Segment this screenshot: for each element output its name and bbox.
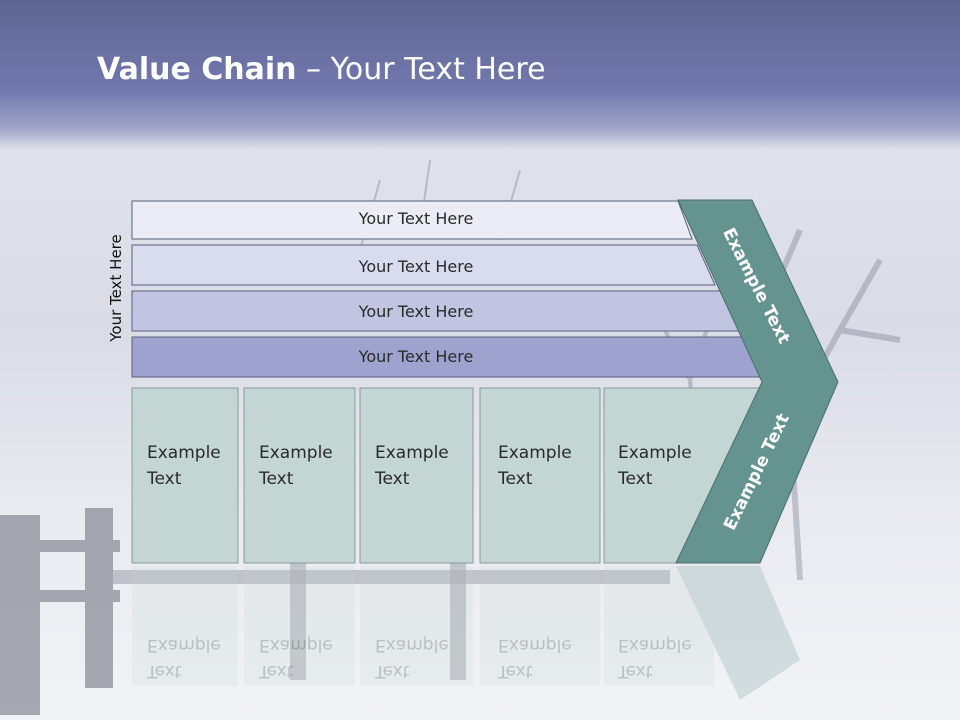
box-5-line2: Text — [618, 469, 653, 489]
box-1-line2: Text — [147, 469, 182, 489]
refl-2-line2: Text — [259, 661, 294, 681]
refl-5-line1: Example — [618, 635, 692, 655]
reflection-text-1: Text Example — [147, 632, 237, 684]
row-label-2: Your Text Here — [358, 257, 474, 276]
reflection — [132, 566, 800, 700]
page-title: Value Chain – Your Text Here — [97, 52, 546, 87]
refl-5-line2: Text — [618, 661, 653, 681]
row-label-1: Your Text Here — [358, 209, 474, 228]
chevron-arrow — [675, 199, 839, 564]
box-1-line1: Example — [147, 443, 221, 463]
box-shape-2 — [243, 387, 356, 564]
reflection-text-2: Text Example — [259, 632, 349, 684]
refl-1-line1: Example — [147, 635, 221, 655]
box-2-line1: Example — [259, 443, 333, 463]
title-bold: Value Chain — [97, 52, 297, 87]
box-shape-1 — [131, 387, 239, 564]
fence-scenery — [0, 508, 670, 715]
row-shape-2 — [131, 244, 716, 286]
box-4-line2: Text — [498, 469, 533, 489]
refl-3-line1: Example — [375, 635, 449, 655]
title-rest: – Your Text Here — [296, 52, 546, 87]
box-3-line2: Text — [375, 469, 410, 489]
box-4-line1: Example — [498, 443, 572, 463]
row-label-4: Your Text Here — [358, 347, 474, 366]
refl-4-line1: Example — [498, 635, 572, 655]
row-label-3: Your Text Here — [358, 302, 474, 321]
box-3-line1: Example — [375, 443, 449, 463]
refl-4-line2: Text — [498, 661, 533, 681]
refl-2-line1: Example — [259, 635, 333, 655]
refl-1-line2: Text — [147, 661, 182, 681]
box-2-line2: Text — [259, 469, 294, 489]
reflection-text-5: Text Example — [618, 632, 708, 684]
box-shape-4 — [479, 387, 601, 564]
box-shape-3 — [359, 387, 474, 564]
refl-3-line2: Text — [375, 661, 410, 681]
title-band — [0, 0, 960, 150]
side-label: Your Text Here — [107, 234, 125, 342]
reflection-text-3: Text Example — [375, 632, 465, 684]
row-shape-1 — [131, 200, 693, 240]
box-5-line1: Example — [618, 443, 692, 463]
reflection-text-4: Text Example — [498, 632, 588, 684]
